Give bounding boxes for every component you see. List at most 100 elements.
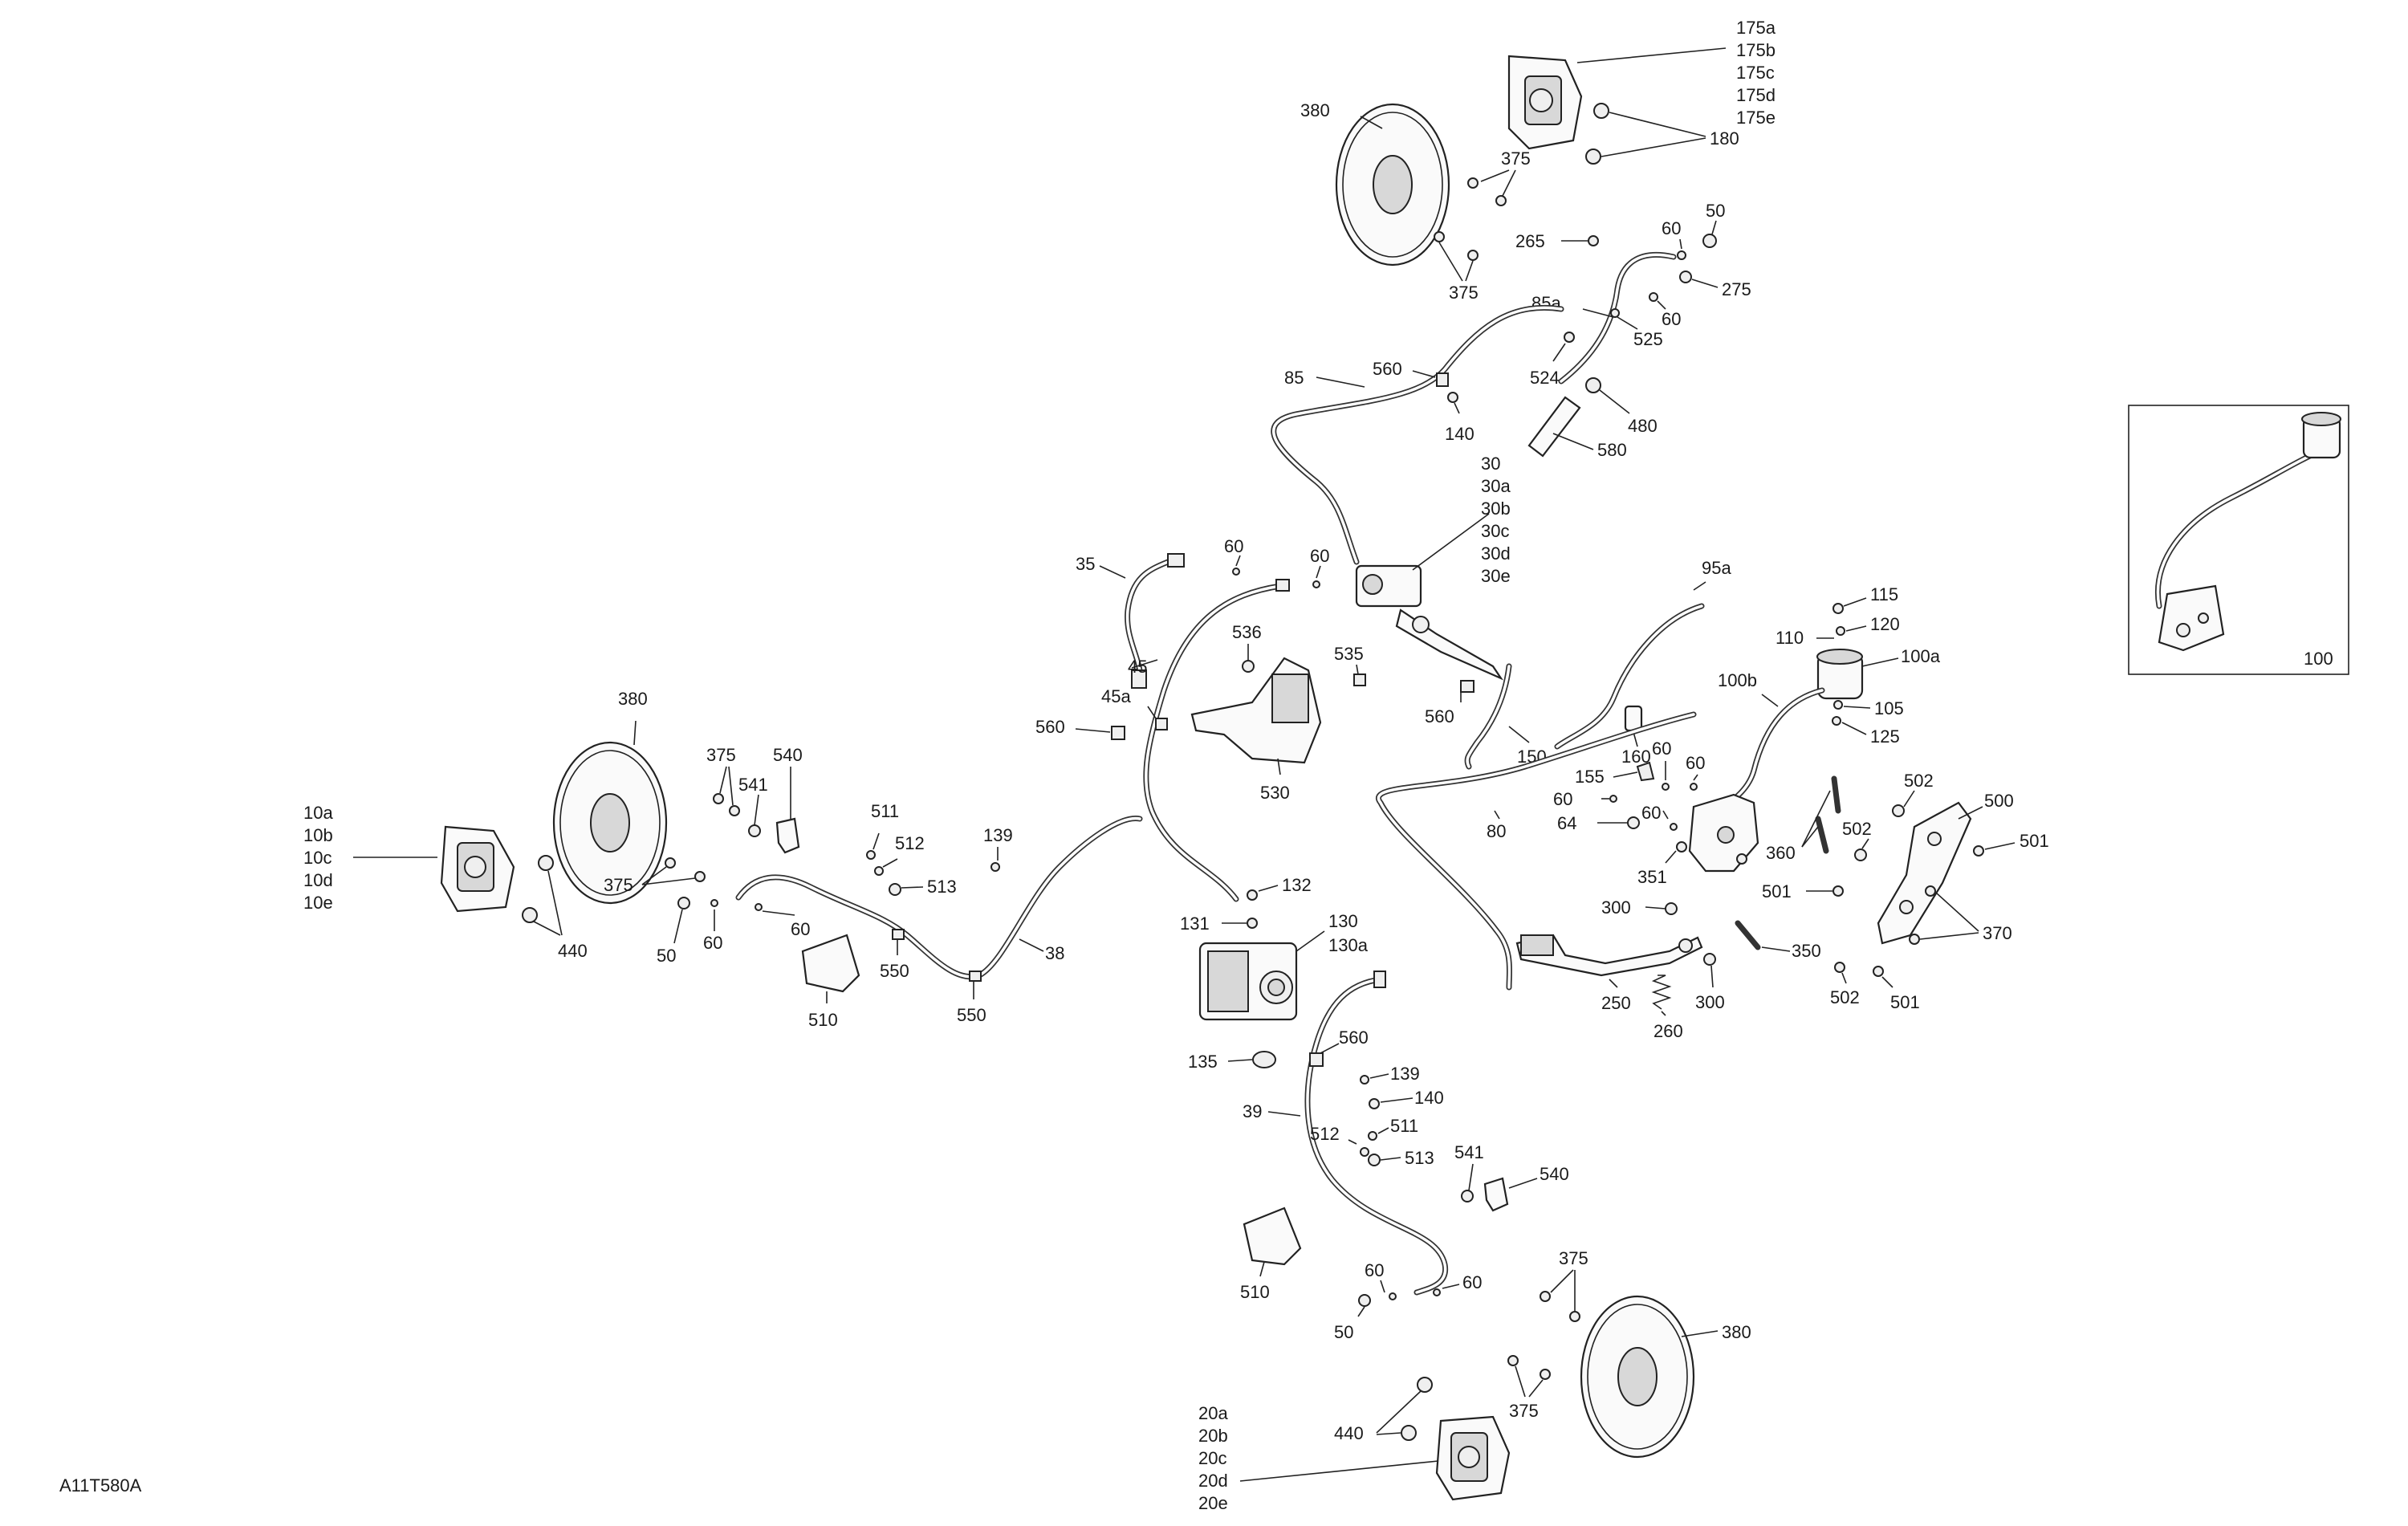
callout-screw-139-left: 139 — [983, 825, 1013, 845]
callout-grommet-135: 135 — [1188, 1052, 1218, 1072]
inset-label: 100 — [2304, 649, 2333, 669]
callout-bleeder-top: 265 — [1515, 231, 1545, 251]
pedal-250 — [1515, 934, 1703, 977]
callout-hose-39: 39 — [1243, 1101, 1262, 1121]
callout-clip-535: 535 — [1334, 644, 1364, 664]
callout-washer-r-3: 60 — [1553, 789, 1572, 809]
callout-nut-513-left: 513 — [927, 877, 957, 897]
front-right-disc — [1580, 1295, 1695, 1459]
callout-master-cylinder-b: 30b — [1481, 498, 1511, 519]
callout-front-left-caliper-bolt: 440 — [558, 941, 588, 961]
callout-clip-550-a: 550 — [880, 961, 909, 981]
callout-clip-550-b: 550 — [957, 1005, 986, 1025]
callout-nut-513-bottom: 513 — [1405, 1148, 1434, 1168]
callout-clip-140-top: 140 — [1445, 424, 1474, 444]
reservoir-100a — [1816, 649, 1864, 700]
support-510-left — [801, 934, 860, 993]
callout-support-510-bottom: 510 — [1240, 1282, 1270, 1302]
callout-clamp-540-left: 540 — [773, 745, 803, 765]
callout-screw-139-bottom: 139 — [1390, 1064, 1420, 1084]
support-510-bottom — [1243, 1207, 1302, 1266]
callout-screw-511-left: 511 — [871, 801, 899, 821]
callout-clip-155: 155 — [1575, 767, 1605, 787]
callout-clip-541-bottom: 541 — [1454, 1142, 1484, 1162]
hose-85a — [1558, 251, 1677, 385]
front-right-caliper — [1435, 1415, 1511, 1501]
callout-washer-r-2: 60 — [1686, 753, 1705, 773]
callout-reservoir-100a: 100a — [1901, 646, 1941, 666]
callout-bolt-360: 360 — [1766, 843, 1796, 863]
callout-hose-100b: 100b — [1718, 670, 1757, 690]
callout-hose-45: 45 — [1128, 657, 1147, 677]
callout-nut-502-a: 502 — [1904, 771, 1934, 791]
callout-bracket-500: 500 — [1984, 791, 2014, 811]
callout-master-cylinder-0: 30 — [1481, 454, 1500, 474]
callout-front-right-caliper-e: 20e — [1198, 1493, 1228, 1513]
callout-screw-501-c: 501 — [1890, 992, 1920, 1012]
bracket-500 — [1877, 801, 1972, 945]
callout-washer-top-1: 60 — [1662, 218, 1681, 238]
callout-master-cylinder-c: 30c — [1481, 521, 1509, 541]
callout-clip-524: 524 — [1530, 368, 1560, 388]
callout-banjo-bottom: 50 — [1334, 1322, 1353, 1342]
callout-banjo-left: 50 — [657, 946, 676, 966]
callout-rear-caliper-bolt: 180 — [1710, 128, 1739, 149]
callout-pin-350: 350 — [1792, 941, 1821, 961]
callout-abs-module-0: 130 — [1328, 911, 1358, 931]
master-cylinder — [1355, 564, 1504, 681]
callout-spring-260: 260 — [1653, 1021, 1683, 1041]
callout-front-left-caliper-a: 10a — [303, 803, 333, 823]
rear-brake-group: 380 175a 175b 175c 175d 175e 180 375 375 — [1271, 18, 1776, 565]
callout-screw-501-b: 501 — [1762, 881, 1792, 901]
inset-frame — [2128, 405, 2349, 675]
pedal-reservoir-group: 95a 115 120 110 100a 100b 105 125 560 — [1376, 558, 2049, 1041]
callout-bolt-132: 132 — [1282, 875, 1312, 895]
callout-front-left-disc-screw: 375 — [706, 745, 736, 765]
clamp-540-left — [775, 817, 800, 854]
callout-front-right-caliper-b: 20b — [1198, 1426, 1228, 1446]
callout-master-cylinder-d: 30d — [1481, 543, 1511, 564]
callout-front-right-disc-screw: 375 — [1559, 1248, 1588, 1268]
callout-bolt-115: 115 — [1870, 584, 1898, 604]
callout-washer-64: 64 — [1557, 813, 1576, 833]
callout-master-cylinder-a: 30a — [1481, 476, 1511, 496]
callout-clip-45a: 45a — [1101, 686, 1131, 706]
callout-hose-85: 85 — [1284, 368, 1304, 388]
callout-rear-disc: 380 — [1300, 100, 1330, 120]
rear-caliper — [1507, 55, 1583, 150]
abs-module — [1198, 942, 1298, 1021]
callout-washer-left-1: 60 — [703, 933, 722, 953]
front-right-brake-group: 39 560 139 140 511 512 513 541 540 510 — [1198, 971, 1751, 1513]
callout-screw-501-a: 501 — [2020, 831, 2049, 851]
callout-washer-bottom-2: 60 — [1462, 1272, 1482, 1292]
callout-screw-511-bottom: 511 — [1390, 1116, 1418, 1136]
callout-washer-mc-2: 60 — [1310, 546, 1329, 566]
sleeve-580 — [1527, 396, 1581, 458]
inset-master-cylinder — [2158, 584, 2225, 652]
master-cylinder-group: 30 30a 30b 30c 30d 30e 60 60 35 45 536 5… — [1035, 454, 1511, 1072]
callout-rear-disc-screw-bottom: 375 — [1449, 283, 1479, 303]
callout-bracket-530: 530 — [1260, 783, 1290, 803]
callout-sleeve-580: 580 — [1597, 440, 1627, 460]
callout-clamp-105: 105 — [1874, 698, 1904, 718]
callout-nut-300-a: 300 — [1601, 897, 1631, 918]
rear-caliper-bolt-2 — [1585, 149, 1601, 165]
callout-fitting-275: 275 — [1722, 279, 1751, 299]
callout-front-right-caliper-c: 20c — [1198, 1448, 1226, 1468]
callout-washer-512-bottom: 512 — [1310, 1124, 1340, 1144]
callout-washer-r-4: 60 — [1641, 803, 1661, 823]
callout-front-left-caliper-b: 10b — [303, 825, 333, 845]
callout-abs-module-a: 130a — [1328, 935, 1369, 955]
callout-screw-110: 110 — [1775, 628, 1804, 648]
drawing-code: A11T580A — [59, 1475, 142, 1495]
callout-rear-caliper-c: 175c — [1736, 63, 1775, 83]
callout-front-left-caliper-e: 10e — [303, 893, 333, 913]
callout-cap-125: 125 — [1870, 726, 1900, 747]
callout-clip-131: 131 — [1180, 914, 1210, 934]
callout-rear-caliper-b: 175b — [1736, 40, 1775, 60]
callout-clamp-540-bottom: 540 — [1540, 1164, 1569, 1184]
callout-support-510-left: 510 — [808, 1010, 838, 1030]
callout-clip-536: 536 — [1232, 622, 1262, 642]
callout-hose-38: 38 — [1045, 943, 1064, 963]
